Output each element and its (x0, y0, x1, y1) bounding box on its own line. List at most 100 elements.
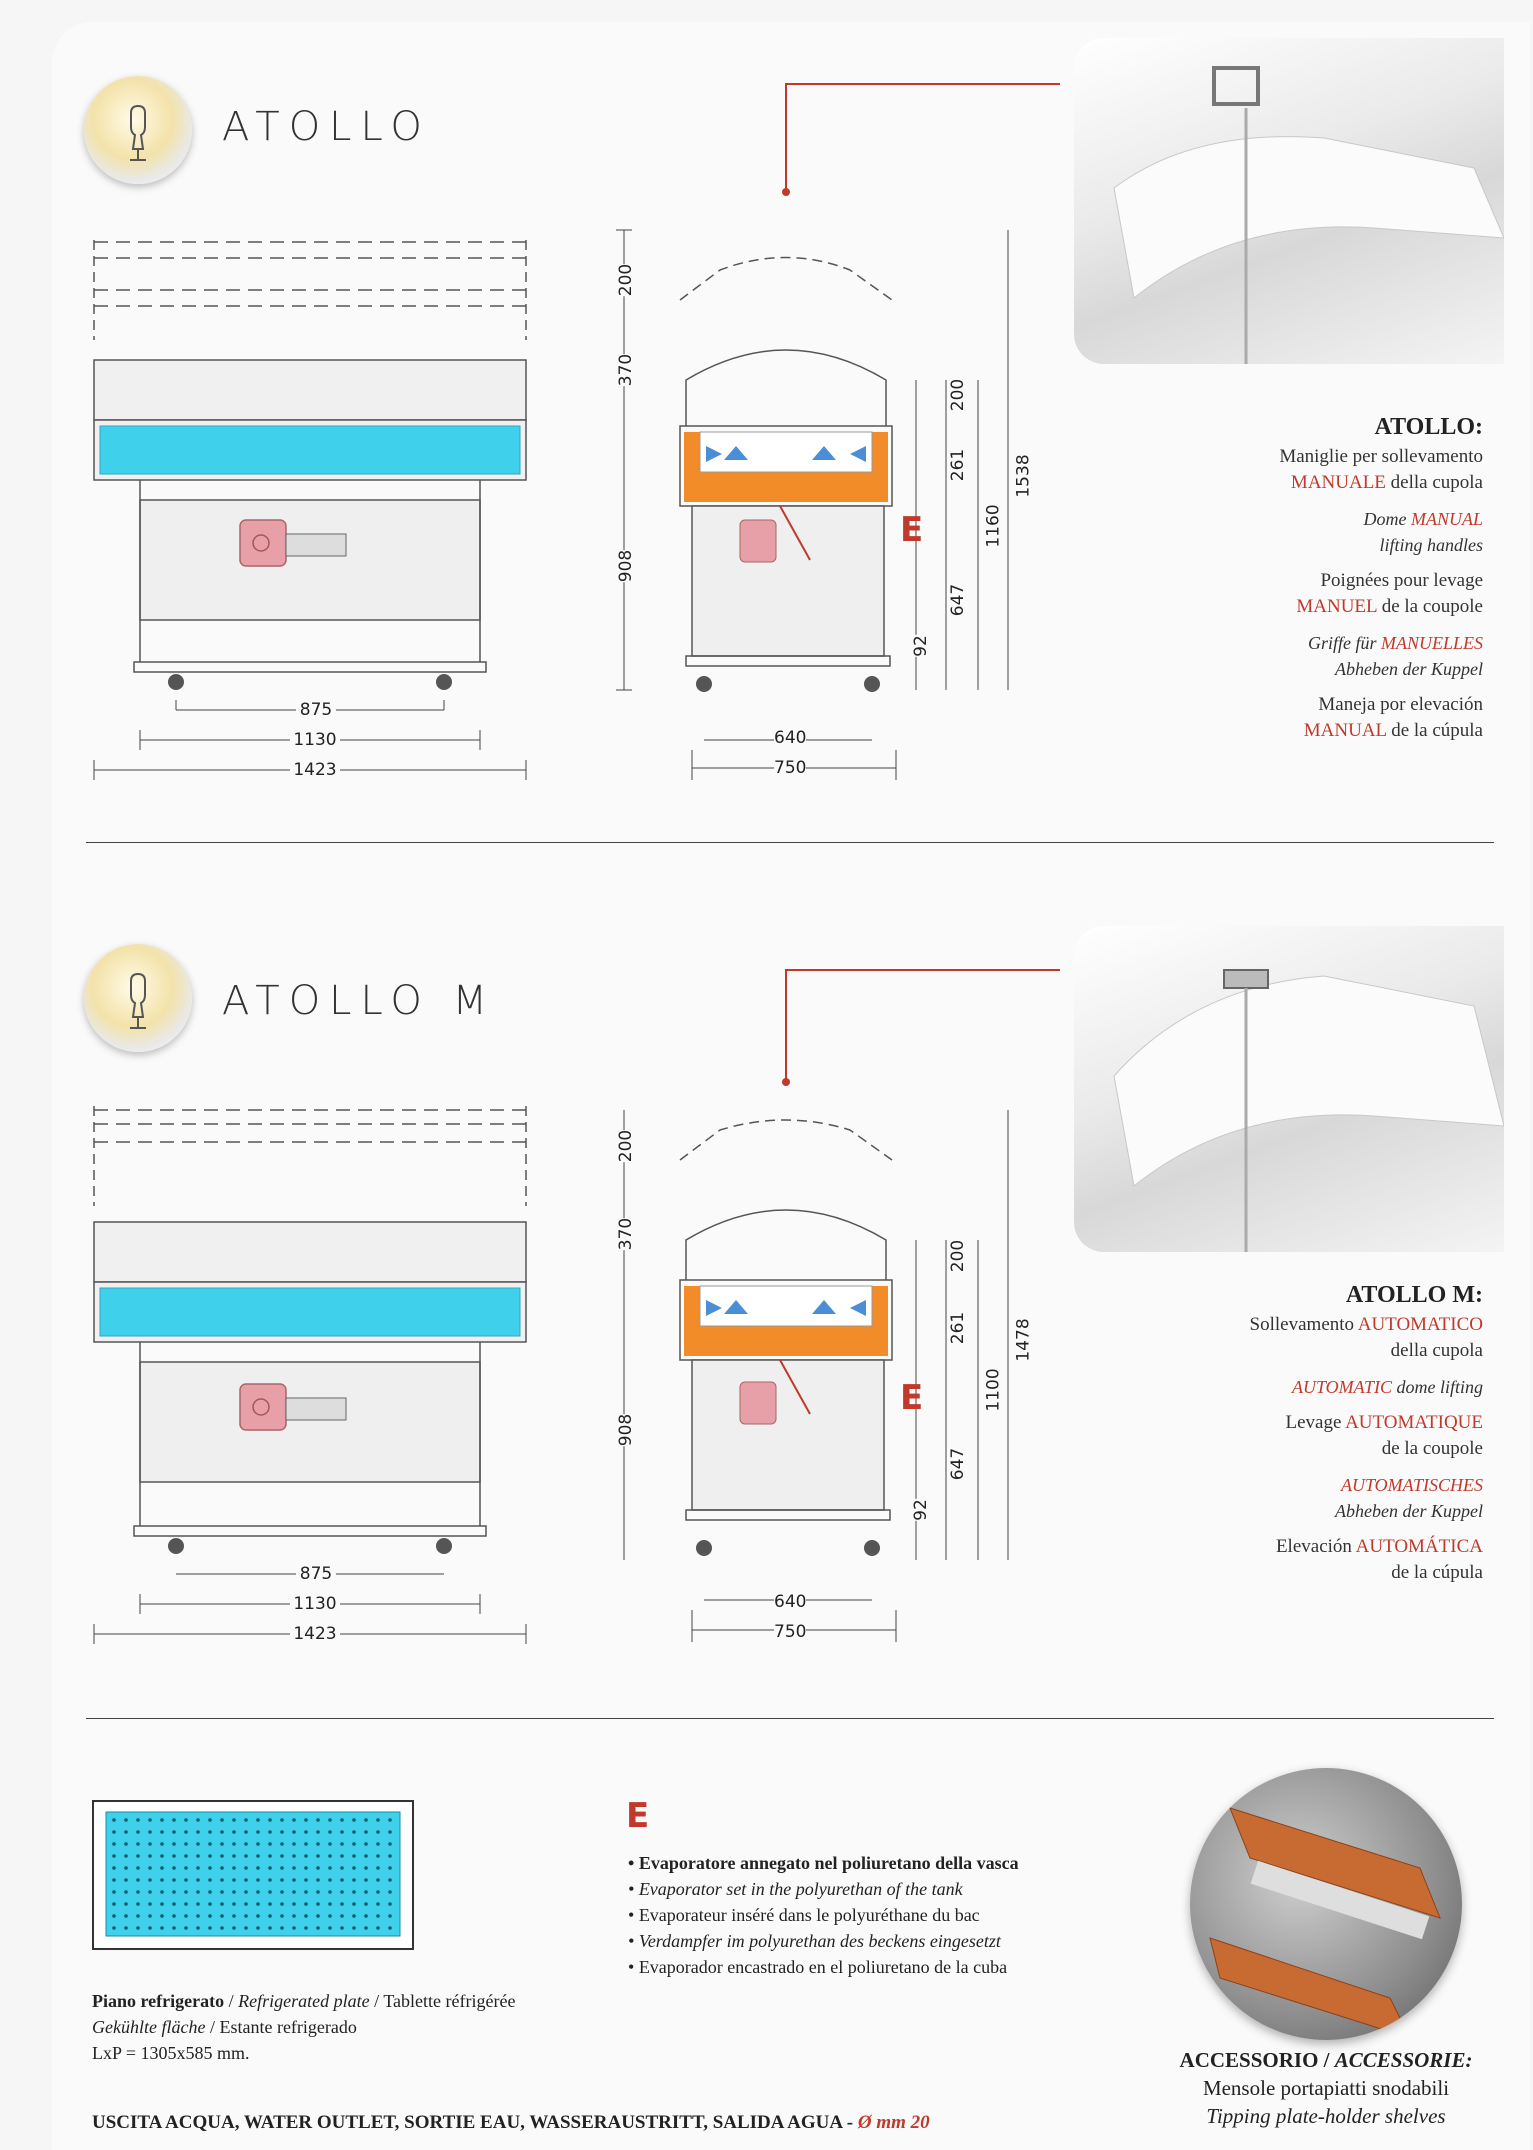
plate-hole (208, 1914, 212, 1918)
plate-hole (268, 1866, 272, 1870)
plate-hole (364, 1878, 368, 1882)
evaporator-en: Evaporator set in the polyurethan of the… (628, 1876, 1188, 1902)
plate-hole (364, 1902, 368, 1906)
plate-hole (196, 1926, 200, 1930)
plate-hole (244, 1902, 248, 1906)
dim-647: 647 (948, 1447, 969, 1481)
desc-it-text2: della cupola (1390, 1340, 1483, 1361)
plate-hole (376, 1866, 380, 1870)
desc-de-text: Griffe für (1307, 633, 1377, 653)
plate-hole (136, 1914, 140, 1918)
plate-size: LxP = 1305x585 mm. (92, 2043, 250, 2063)
plate-hole (220, 1890, 224, 1894)
plate-hole (136, 1890, 140, 1894)
side-drawing-atollo (616, 83, 1060, 780)
plate-hole (364, 1818, 368, 1822)
plate-hole (376, 1926, 380, 1930)
plate-hole (184, 1818, 188, 1822)
plate-hole (232, 1842, 236, 1846)
plate-hole (160, 1866, 164, 1870)
front-drawing-atollo (93, 240, 527, 780)
plate-hole (352, 1866, 356, 1870)
plate-hole (160, 1926, 164, 1930)
desc-en-text2: lifting handles (1379, 535, 1484, 555)
plate-hole (268, 1914, 272, 1918)
desc-it-text: Sollevamento (1249, 1314, 1355, 1335)
desc-it-highlight: AUTOMATICO (1357, 1314, 1483, 1335)
plate-hole (328, 1878, 332, 1882)
plate-hole (160, 1842, 164, 1846)
plate-hole (364, 1866, 368, 1870)
plate-hole (340, 1926, 344, 1930)
plate-hole (376, 1818, 380, 1822)
plate-hole (268, 1902, 272, 1906)
plate-hole (172, 1926, 176, 1930)
plate-hole (184, 1914, 188, 1918)
evaporator-marker: E (900, 1378, 924, 1418)
model-title-atollo: ATOLLO (222, 104, 431, 150)
plate-hole (232, 1854, 236, 1858)
plate-hole (196, 1890, 200, 1894)
plate-hole (352, 1830, 356, 1834)
plate-hole (376, 1878, 380, 1882)
plate-hole (244, 1914, 248, 1918)
plate-hole (376, 1842, 380, 1846)
plate-caption-fr: Tablette réfrigérée (383, 1991, 516, 2011)
plate-hole (220, 1830, 224, 1834)
plate-hole (172, 1854, 176, 1858)
desc-en-text: Dome (1363, 509, 1407, 529)
dim-max-height: 1538 (1013, 454, 1034, 498)
side-drawing-atollo-m (623, 969, 1060, 1642)
plate-hole (172, 1830, 176, 1834)
plate-hole (352, 1818, 356, 1822)
plate-hole (388, 1902, 392, 1906)
plate-hole (220, 1878, 224, 1882)
model-title-atollo-m: ATOLLO M (222, 978, 497, 1024)
plate-hole (280, 1842, 284, 1846)
dim-370: 370 (616, 1217, 637, 1251)
plate-hole (136, 1818, 140, 1822)
plate-hole (388, 1878, 392, 1882)
plate-hole (316, 1902, 320, 1906)
plate-hole (196, 1854, 200, 1858)
dim-640: 640 (774, 728, 807, 748)
plate-hole (268, 1830, 272, 1834)
plate-hole (160, 1854, 164, 1858)
plate-hole (280, 1914, 284, 1918)
plate-hole (268, 1854, 272, 1858)
dim-200-glass: 200 (948, 1239, 969, 1273)
desc-de-highlight: MANUELLES (1380, 633, 1483, 653)
plate-hole (388, 1866, 392, 1870)
plate-hole (352, 1842, 356, 1846)
plate-hole (292, 1902, 296, 1906)
hinge-photo (1074, 926, 1504, 1252)
plate-hole (340, 1890, 344, 1894)
plate-hole (208, 1818, 212, 1822)
plate-hole (388, 1818, 392, 1822)
water-outlet-diameter: Ø mm 20 (857, 2112, 930, 2133)
plate-hole (208, 1890, 212, 1894)
plate-hole (388, 1890, 392, 1894)
plate-hole (364, 1854, 368, 1858)
desc-fr-text2: de la coupole (1381, 1438, 1483, 1459)
desc-de-highlight: AUTOMATISCHES (1340, 1475, 1483, 1495)
plate-hole (148, 1926, 152, 1930)
plate-caption-separator: / (228, 1991, 234, 2011)
plate-hole (316, 1830, 320, 1834)
plate-hole (268, 1890, 272, 1894)
desc-es-highlight: MANUAL (1303, 720, 1387, 741)
plate-hole (196, 1866, 200, 1870)
plate-hole (124, 1902, 128, 1906)
plate-hole (160, 1914, 164, 1918)
plate-hole (148, 1914, 152, 1918)
plate-hole (124, 1890, 128, 1894)
desc-fr-text: Poignées pour levage (1320, 570, 1483, 591)
desc-es-text2: de la cúpula (1391, 1562, 1483, 1583)
plate-hole (376, 1902, 380, 1906)
plate-hole (256, 1902, 260, 1906)
accessory-name-it: Mensole portapiatti snodabili (1202, 2076, 1450, 2100)
section-divider (86, 842, 1494, 843)
plate-hole (292, 1842, 296, 1846)
plate-hole (268, 1818, 272, 1822)
